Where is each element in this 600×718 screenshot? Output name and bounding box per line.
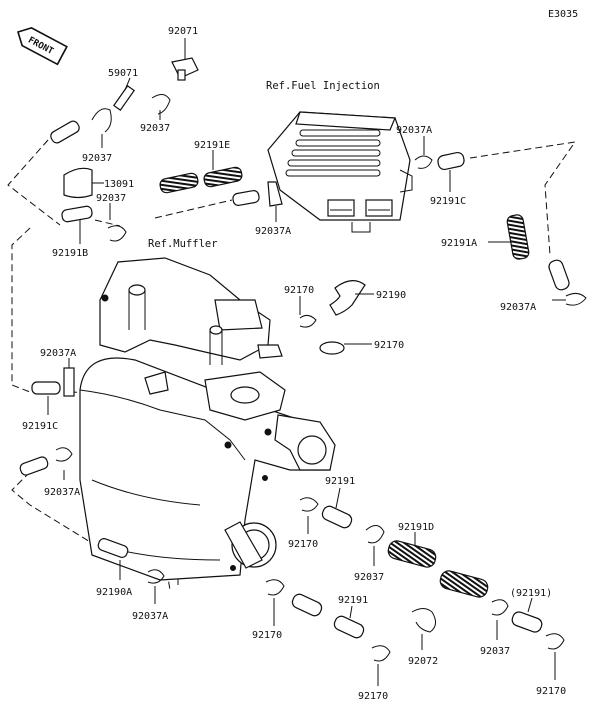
callout-92170: 92170 — [374, 340, 404, 351]
callout-92191: 92191 — [325, 476, 355, 487]
callout-92037a: 92037A — [500, 302, 536, 313]
throttle-body-assembly — [79, 257, 336, 581]
hoses-and-clamps — [19, 57, 587, 662]
callout-92191b: 92191B — [52, 248, 88, 259]
callout-92191c: 92191C — [22, 421, 58, 432]
figure-code: E3035 — [548, 9, 578, 20]
callout-92037a: 92037A — [132, 611, 168, 622]
callout-92190: 92190 — [376, 290, 406, 301]
front-arrow-icon: FRONT — [17, 27, 68, 66]
callout-92170: 92170 — [358, 691, 388, 702]
callout-92037a: 92037A — [255, 226, 291, 237]
callout-92170: 92170 — [288, 539, 318, 550]
callout-92191c: 92191C — [430, 196, 466, 207]
callout-92190a: 92190A — [96, 587, 132, 598]
callout-92191a: 92191A — [441, 238, 477, 249]
leader-lines — [47, 38, 566, 686]
callout-13091: 13091 — [104, 179, 134, 190]
callout-92191d: 92191D — [398, 522, 434, 533]
callout-92037: 92037 — [82, 153, 112, 164]
callout-92170: 92170 — [252, 630, 282, 641]
ref-fuel-injection: Ref.Fuel Injection — [266, 80, 380, 92]
callout-92037a: 92037A — [40, 348, 76, 359]
callout-92037: 92037 — [354, 572, 384, 583]
callout-92071: 92071 — [168, 26, 198, 37]
callout-92037: 92037 — [480, 646, 510, 657]
callout-labels: 92071 59071 92037 92037 13091 92037 9219… — [22, 26, 566, 702]
callout-92037a: 92037A — [396, 125, 432, 136]
callout-92170: 92170 — [284, 285, 314, 296]
callout-92037: 92037 — [96, 193, 126, 204]
callout-92191: 92191 — [338, 595, 368, 606]
callout-92037a: 92037A — [44, 487, 80, 498]
callout-92037: 92037 — [140, 123, 170, 134]
callout-92191e: 92191E — [194, 140, 230, 151]
ref-muffler: Ref.Muffler — [148, 238, 218, 250]
callout-92072: 92072 — [408, 656, 438, 667]
ecu-module — [267, 111, 413, 233]
callout-59071: 59071 — [108, 68, 138, 79]
callout-92170: 92170 — [536, 686, 566, 697]
callout-92191-paren: (92191) — [510, 588, 552, 599]
